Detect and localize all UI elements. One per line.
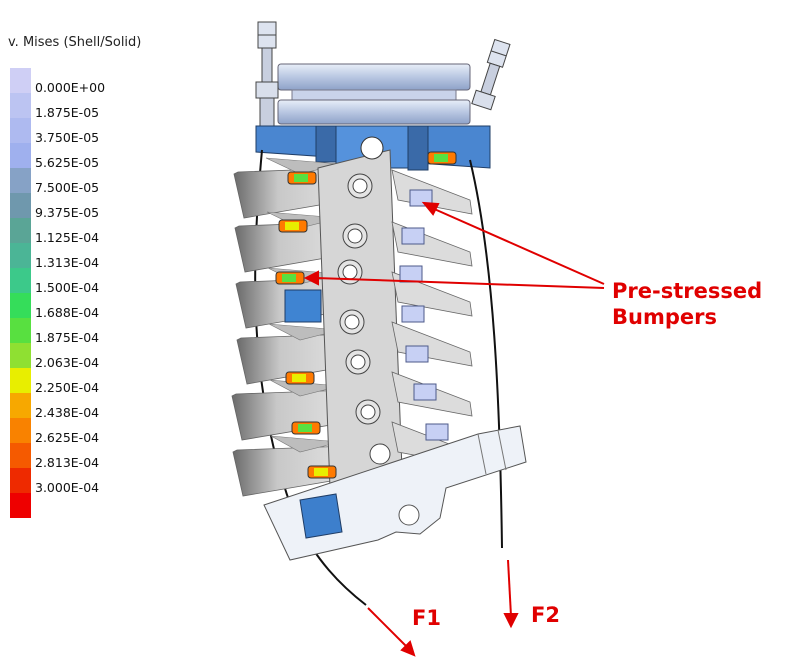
legend-tick-label: 0.000E+00 bbox=[35, 80, 106, 95]
legend-tick-label: 5.625E-05 bbox=[35, 155, 100, 170]
legend-title: v. Mises (Shell/Solid) bbox=[8, 35, 142, 50]
legend-swatch bbox=[10, 143, 31, 168]
legend-tick-label: 3.750E-05 bbox=[35, 130, 100, 145]
hot-bumper-core bbox=[285, 222, 299, 230]
right-fin bbox=[391, 271, 473, 317]
left-fin-tip bbox=[270, 435, 341, 453]
legend-swatch bbox=[10, 318, 31, 343]
hot-bumper-core bbox=[314, 468, 328, 476]
hot-bumper bbox=[307, 465, 337, 479]
legend-tick-label: 2.813E-04 bbox=[35, 455, 100, 470]
cold-bumper bbox=[399, 265, 423, 283]
spine-hole-inner bbox=[347, 228, 363, 244]
legend-tick-label: 9.375E-05 bbox=[35, 205, 100, 220]
legend-swatch bbox=[10, 393, 31, 418]
legend-swatch bbox=[10, 243, 31, 268]
legend-swatch bbox=[10, 443, 31, 468]
legend-swatch bbox=[10, 368, 31, 393]
spine-hole-inner bbox=[360, 404, 376, 420]
legend-swatch bbox=[10, 418, 31, 443]
legend-tick-label: 1.500E-04 bbox=[35, 280, 100, 295]
spine-hole-inner bbox=[344, 314, 360, 330]
legend-color-bar bbox=[10, 68, 31, 518]
legend-tick-label: 2.063E-04 bbox=[35, 355, 100, 370]
callout-arrows bbox=[303, 201, 605, 657]
hot-bumper-core bbox=[282, 274, 296, 282]
spine-hole-inner bbox=[352, 178, 368, 194]
legend-swatch bbox=[10, 293, 31, 318]
force-f1-label: F1 bbox=[412, 606, 441, 630]
hot-bumper-core bbox=[292, 374, 306, 382]
cold-bumper bbox=[425, 423, 449, 441]
bumpers-label-line2: Bumpers bbox=[612, 305, 717, 329]
right-fin bbox=[391, 321, 473, 367]
legend-tick-label: 2.438E-04 bbox=[35, 405, 100, 420]
hot-bumpers bbox=[275, 151, 457, 479]
legend-tick-label: 1.875E-04 bbox=[35, 330, 100, 345]
bottom-foot bbox=[263, 425, 527, 561]
legend-swatch bbox=[10, 268, 31, 293]
legend-swatch bbox=[10, 168, 31, 193]
cold-bumper bbox=[405, 345, 429, 363]
spine-hole-inner bbox=[350, 354, 366, 370]
force-f2-label: F2 bbox=[531, 603, 560, 627]
left-fitting bbox=[255, 21, 279, 129]
hot-bumper bbox=[427, 151, 457, 165]
bumper-block bbox=[284, 289, 322, 323]
prestressed-bumpers-label: Pre-stressed Bumpers bbox=[612, 278, 762, 330]
legend-tick-label: 1.313E-04 bbox=[35, 255, 100, 270]
hot-bumper-core bbox=[434, 154, 448, 162]
legend-tick-label: 2.625E-04 bbox=[35, 430, 100, 445]
right-fitting bbox=[471, 38, 511, 111]
cold-bumper bbox=[409, 189, 433, 207]
top-pivot-hole bbox=[360, 136, 384, 160]
legend-swatch bbox=[10, 68, 31, 93]
left-fin-tip bbox=[268, 323, 341, 341]
hot-bumper-core bbox=[294, 174, 308, 182]
legend-tick-label: 1.875E-05 bbox=[35, 105, 100, 120]
hot-bumper-core bbox=[298, 424, 312, 432]
legend-tick-label: 1.125E-04 bbox=[35, 230, 100, 245]
hot-bumper bbox=[278, 219, 308, 233]
legend-tick-label: 3.000E-04 bbox=[35, 480, 100, 495]
legend-swatch bbox=[10, 93, 31, 118]
cold-bumper bbox=[413, 383, 437, 401]
legend-tick-label: 2.250E-04 bbox=[35, 380, 100, 395]
hot-bumper bbox=[285, 371, 315, 385]
legend-swatch bbox=[10, 343, 31, 368]
cold-bumper bbox=[401, 227, 425, 245]
legend-swatch bbox=[10, 193, 31, 218]
hot-bumper bbox=[291, 421, 321, 435]
legend-swatch bbox=[10, 468, 31, 493]
legend-swatch bbox=[10, 118, 31, 143]
cold-bumper bbox=[401, 305, 425, 323]
cold-bumpers bbox=[399, 189, 449, 441]
legend-tick-label: 7.500E-05 bbox=[35, 180, 100, 195]
legend-swatch bbox=[10, 218, 31, 243]
hot-bumper bbox=[287, 171, 317, 185]
bumpers-label-line1: Pre-stressed bbox=[612, 279, 763, 303]
legend-swatch bbox=[10, 493, 31, 518]
legend-tick-label: 1.688E-04 bbox=[35, 305, 100, 320]
hot-bumper bbox=[275, 271, 305, 285]
top-flange bbox=[277, 63, 471, 125]
spine-hole-inner bbox=[342, 264, 358, 280]
